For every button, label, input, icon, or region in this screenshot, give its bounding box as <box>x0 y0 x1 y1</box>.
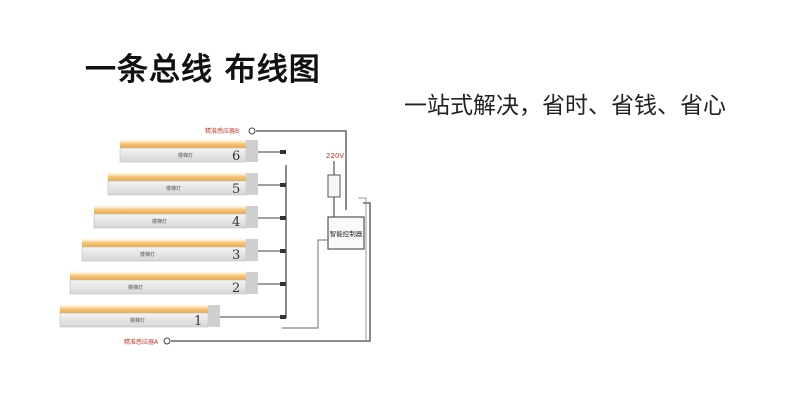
sensor-b: 精准感应器B <box>205 127 256 135</box>
led-glow <box>70 270 246 280</box>
led-strip-label: 楼梯灯 <box>128 284 143 291</box>
smart-controller: 智能控制器 <box>327 216 365 250</box>
sensor-a-icon <box>163 337 171 345</box>
step-number: 3 <box>232 248 240 263</box>
stair-step-2: 楼梯灯 2 <box>69 270 286 296</box>
led-strip-label: 楼梯灯 <box>166 185 181 192</box>
stair-step-3: 楼梯灯 3 <box>81 237 286 263</box>
led-glow <box>94 204 246 214</box>
sensor-b-icon <box>248 127 256 135</box>
step-side <box>246 239 258 261</box>
connector-icon <box>280 249 286 253</box>
step-number: 4 <box>232 215 240 230</box>
stair-step-5: 楼梯灯 5 <box>107 171 286 197</box>
voltage-label: 220V <box>326 152 344 160</box>
step-number: 5 <box>232 182 240 197</box>
connector-icon <box>280 216 286 220</box>
stair-step-4: 楼梯灯 4 <box>93 204 286 230</box>
controller-label: 智能控制器 <box>330 229 363 238</box>
connector-icon <box>280 282 286 286</box>
led-strip-label: 楼梯灯 <box>152 218 167 225</box>
step-face <box>93 213 247 229</box>
step-number: 6 <box>232 149 240 164</box>
connector-icon <box>280 183 286 187</box>
step-number: 2 <box>232 281 240 296</box>
step-face <box>69 279 247 295</box>
stair-step-1: 楼梯灯 1 <box>59 303 286 329</box>
led-glow <box>82 237 246 247</box>
step-side <box>246 140 258 162</box>
sensor-b-label: 精准感应器B <box>205 127 239 135</box>
led-glow <box>120 138 246 148</box>
sensor-a-label: 精准感应器A <box>124 338 159 346</box>
led-glow <box>108 171 246 181</box>
led-glow <box>60 303 208 313</box>
led-strip-label: 楼梯灯 <box>140 251 155 258</box>
step-side <box>246 272 258 294</box>
connector-icon <box>280 315 286 319</box>
stairs: 楼梯灯 6 楼梯灯 5 楼梯灯 4 楼梯灯 3 楼梯灯 2 楼梯灯 1 <box>59 138 286 329</box>
stair-step-6: 楼梯灯 6 <box>119 138 286 164</box>
controller-box <box>327 216 365 250</box>
step-number: 1 <box>194 314 202 329</box>
power-plug-icon <box>327 174 341 198</box>
step-side <box>208 305 220 327</box>
step-side <box>246 173 258 195</box>
tagline: 一站式解决，省时、省钱、省心 <box>404 93 726 119</box>
page-title: 一条总线 布线图 <box>85 52 321 88</box>
wire-controller-bus <box>282 239 328 329</box>
wire-sensor-b <box>256 130 347 210</box>
led-strip-label: 楼梯灯 <box>178 152 193 159</box>
connector-icon <box>280 150 286 154</box>
step-side <box>246 206 258 228</box>
step-face <box>81 246 247 262</box>
sensor-a: 精准感应器A <box>124 337 171 346</box>
wire-sensor-a-secondary <box>358 197 367 341</box>
led-strip-label: 楼梯灯 <box>130 317 145 324</box>
